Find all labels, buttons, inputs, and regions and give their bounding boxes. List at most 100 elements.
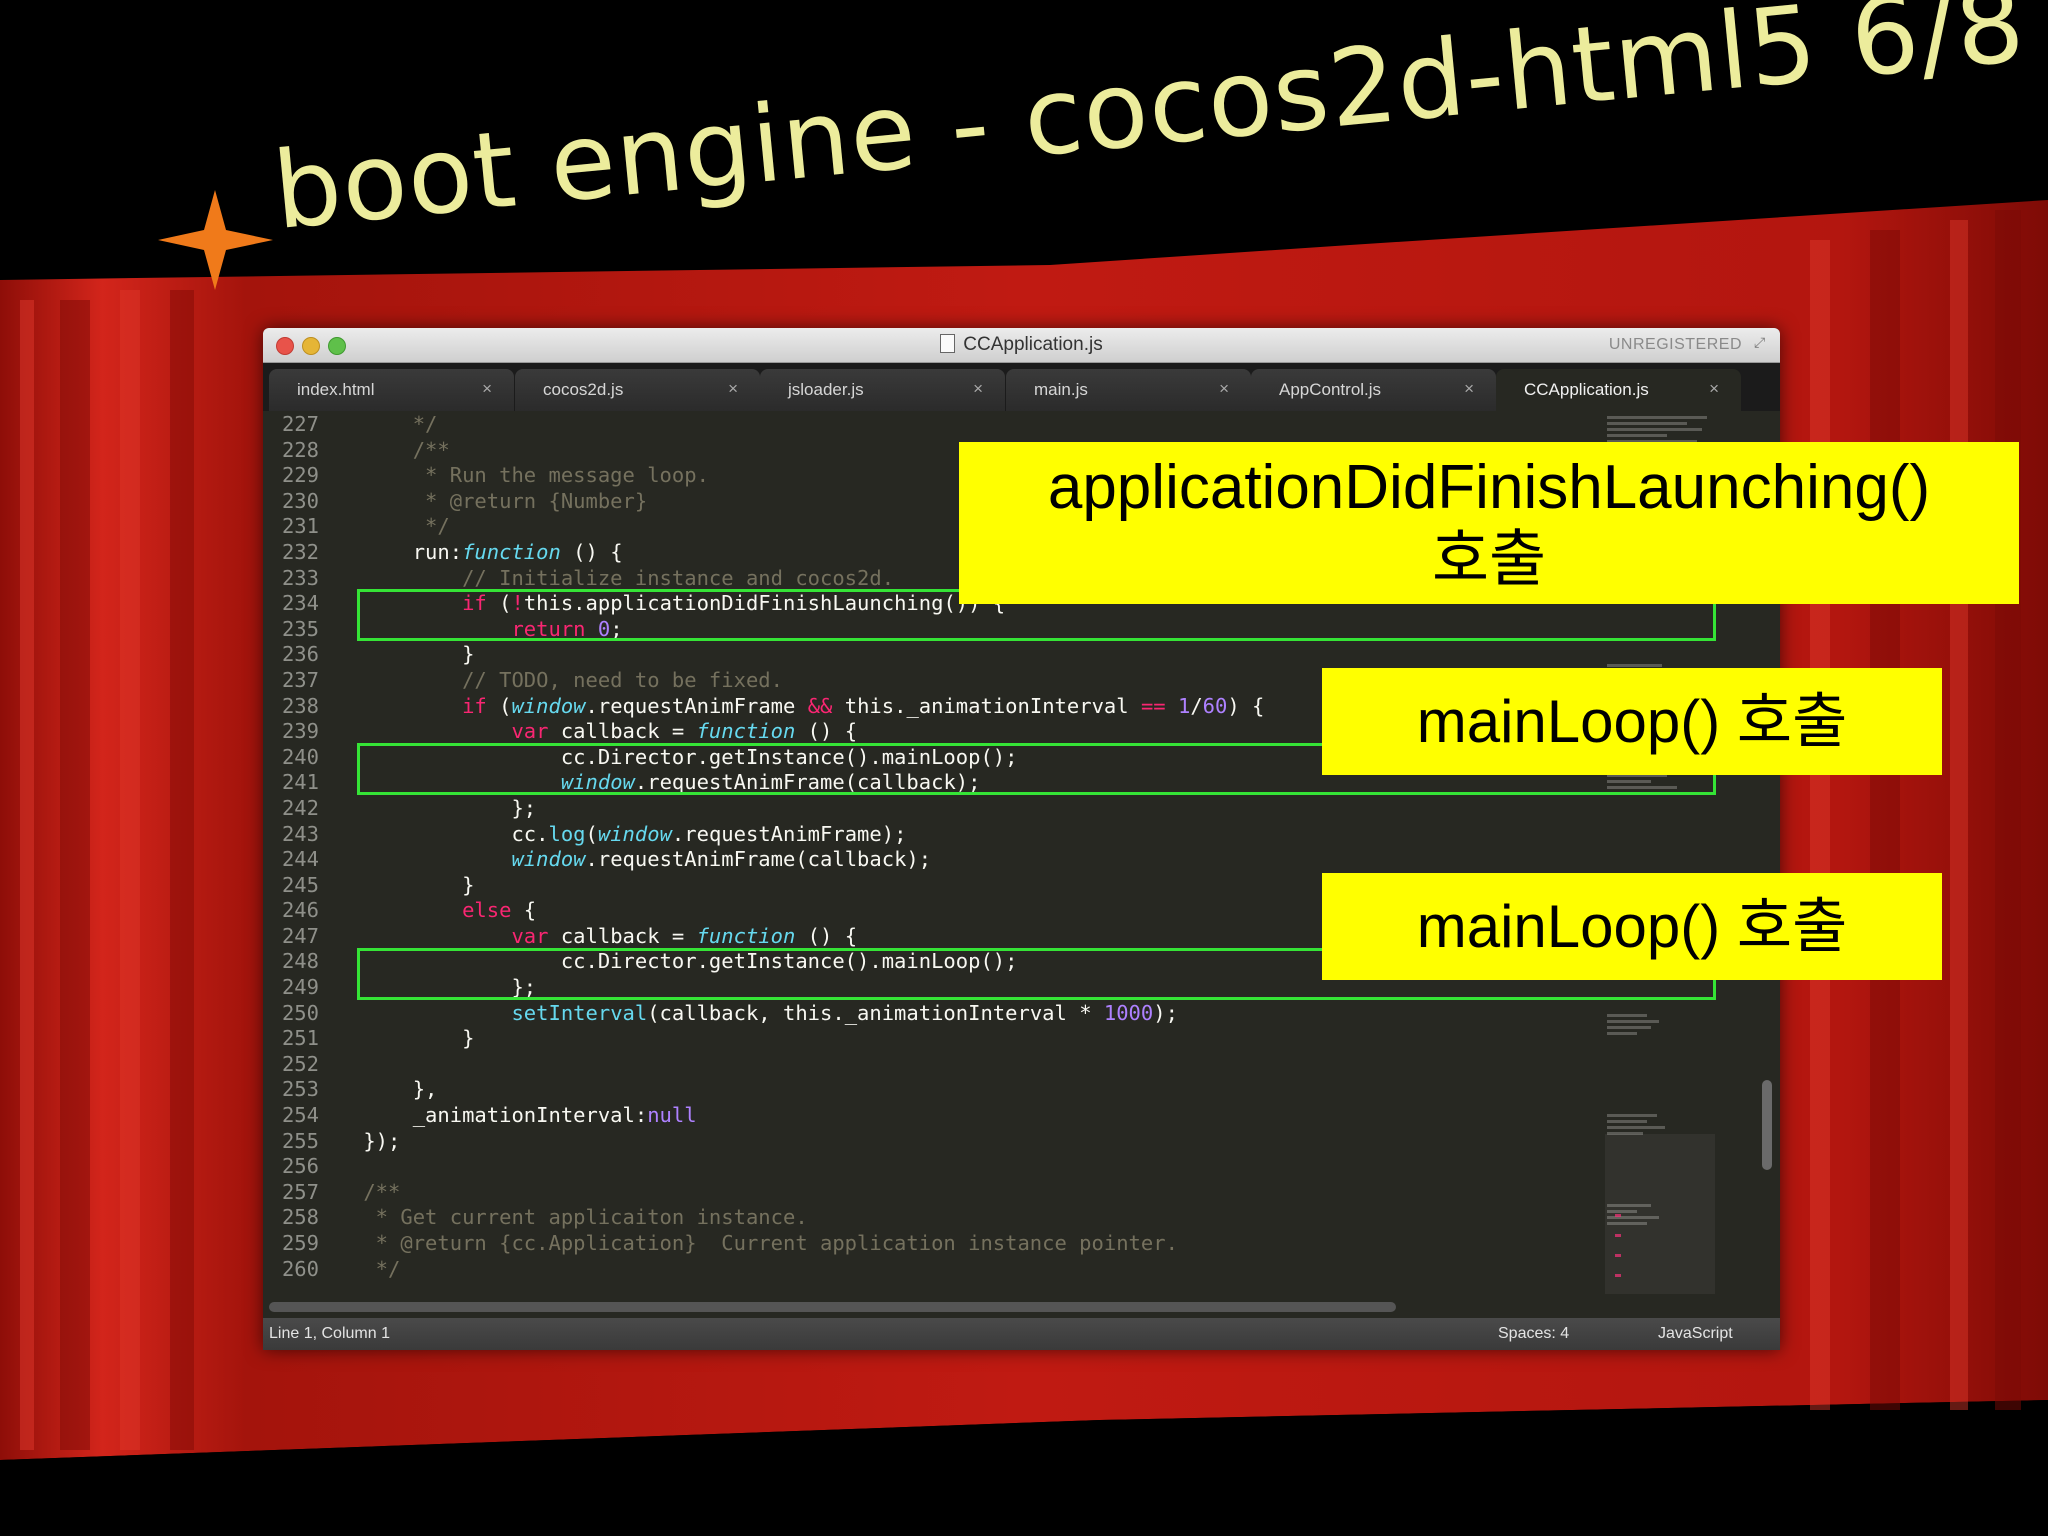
code-line: } (351, 872, 475, 897)
tab-index-html[interactable]: index.html × (269, 369, 514, 411)
code-line: }, (351, 1077, 438, 1102)
code-line: // Initialize instance and cocos2d. (351, 565, 895, 590)
code-line: window.requestAnimFrame(callback); (560, 770, 981, 795)
line-number: 244 (281, 847, 319, 872)
code-line: * @return {Number} (351, 488, 648, 513)
line-number: 260 (281, 1256, 319, 1281)
tab-jsloader-js[interactable]: jsloader.js × (760, 369, 1005, 411)
tab-main-js[interactable]: main.js × (1006, 369, 1251, 411)
code-line: /** (351, 1179, 401, 1204)
maximize-window-button[interactable] (328, 337, 346, 355)
line-number: 230 (281, 488, 319, 513)
line-number: 229 (281, 463, 319, 488)
syntax-selector[interactable]: JavaScript (1658, 1325, 1733, 1342)
line-number: 231 (281, 514, 319, 539)
code-line: * Get current applicaiton instance. (351, 1205, 808, 1230)
code-line: }; (351, 795, 537, 820)
code-line: */ (351, 412, 438, 436)
line-number: 253 (281, 1077, 319, 1102)
code-line: // TODO, need to be fixed. (351, 667, 783, 692)
tab-label: main.js (1034, 380, 1088, 399)
callout-launch-line2: 호출 (1431, 525, 1547, 594)
tab-close-icon[interactable]: × (728, 379, 738, 398)
line-number: 233 (281, 565, 319, 590)
tab-close-icon[interactable]: × (482, 379, 492, 398)
star-bullet-icon (158, 190, 273, 290)
callout-mainloop-1: mainLoop() 호출 (1322, 668, 1942, 775)
horizontal-scrollbar[interactable] (269, 1302, 1396, 1312)
line-number: 243 (281, 821, 319, 846)
window-title: CCApplication.js (263, 334, 1780, 356)
tab-label: jsloader.js (788, 380, 864, 399)
line-number: 248 (281, 949, 319, 974)
line-number: 232 (281, 539, 319, 564)
line-number: 245 (281, 872, 319, 897)
code-line: else { (462, 898, 537, 923)
line-number: 241 (281, 770, 319, 795)
document-icon (940, 334, 956, 353)
line-number: 249 (281, 975, 319, 1000)
code-line: */ (351, 1256, 401, 1281)
callout-mainloop-2: mainLoop() 호출 (1322, 873, 1942, 980)
tab-close-icon[interactable]: × (1709, 379, 1719, 398)
code-line: } (351, 1026, 475, 1051)
code-line: var callback = function () { (511, 923, 858, 948)
line-number: 235 (281, 616, 319, 641)
code-line: } (351, 642, 475, 667)
line-number: 240 (281, 744, 319, 769)
minimize-window-button[interactable] (302, 337, 320, 355)
code-line: window.requestAnimFrame(callback); (511, 847, 932, 872)
tab-close-icon[interactable]: × (973, 379, 983, 398)
line-number: 246 (281, 898, 319, 923)
code-line: if (window.requestAnimFrame && this._ani… (462, 693, 1265, 718)
tab-label: AppControl.js (1279, 380, 1382, 399)
code-line: }; (351, 975, 537, 1000)
fullscreen-icon[interactable]: ⤢ (1754, 335, 1766, 351)
code-line: return 0; (511, 616, 623, 641)
line-number: 256 (281, 1154, 319, 1179)
code-line: /** (351, 437, 450, 462)
slide-title-area: boot engine - cocos2d-html5 6/8 (150, 0, 2030, 290)
line-number: 252 (281, 1051, 319, 1076)
tab-bar: index.html × cocos2d.js × jsloader.js × … (263, 363, 1780, 411)
tab-close-icon[interactable]: × (1464, 379, 1474, 398)
tab-label: cocos2d.js (543, 380, 624, 399)
callout-launch-line1: applicationDidFinishLaunching() (1047, 453, 1931, 522)
tab-label: index.html (297, 380, 375, 399)
line-number: 242 (281, 795, 319, 820)
line-number: 228 (281, 437, 319, 462)
line-number: 234 (281, 591, 319, 616)
vertical-scrollbar[interactable] (1762, 1080, 1772, 1170)
tab-cocos2d-js[interactable]: cocos2d.js × (515, 369, 760, 411)
line-number: 254 (281, 1103, 319, 1128)
code-line: _animationInterval:null (351, 1103, 697, 1128)
line-number: 251 (281, 1026, 319, 1051)
tab-appcontrol-js[interactable]: AppControl.js × (1251, 369, 1496, 411)
line-number: 239 (281, 719, 319, 744)
line-number: 255 (281, 1128, 319, 1153)
line-number: 259 (281, 1231, 319, 1255)
close-window-button[interactable] (276, 337, 294, 355)
line-number: 250 (281, 1000, 319, 1025)
line-number: 238 (281, 693, 319, 718)
code-line: run:function () { (351, 539, 623, 564)
tab-label: CCApplication.js (1524, 380, 1649, 399)
code-line: var callback = function () { (511, 719, 858, 744)
code-line: cc.Director.getInstance().mainLoop(); (351, 744, 1018, 769)
callout-launch: applicationDidFinishLaunching() 호출 (959, 442, 2019, 604)
code-line: * Run the message loop. (351, 463, 709, 488)
code-line: */ (351, 514, 450, 539)
code-line (351, 1154, 1264, 1180)
line-number: 227 (281, 412, 319, 436)
tab-ccapplication-js[interactable]: CCApplication.js × (1496, 369, 1741, 411)
title-bar: CCApplication.js UNREGISTERED ⤢ (263, 328, 1780, 363)
code-lines: */ /** * Run the message loop. * @return… (351, 412, 1264, 1282)
line-number: 258 (281, 1205, 319, 1230)
code-line (351, 1052, 1264, 1078)
window-title-text: CCApplication.js (963, 334, 1103, 355)
tab-close-icon[interactable]: × (1219, 379, 1229, 398)
indentation-selector[interactable]: Spaces: 4 (1498, 1325, 1570, 1342)
code-line: cc.log(window.requestAnimFrame); (351, 821, 907, 846)
